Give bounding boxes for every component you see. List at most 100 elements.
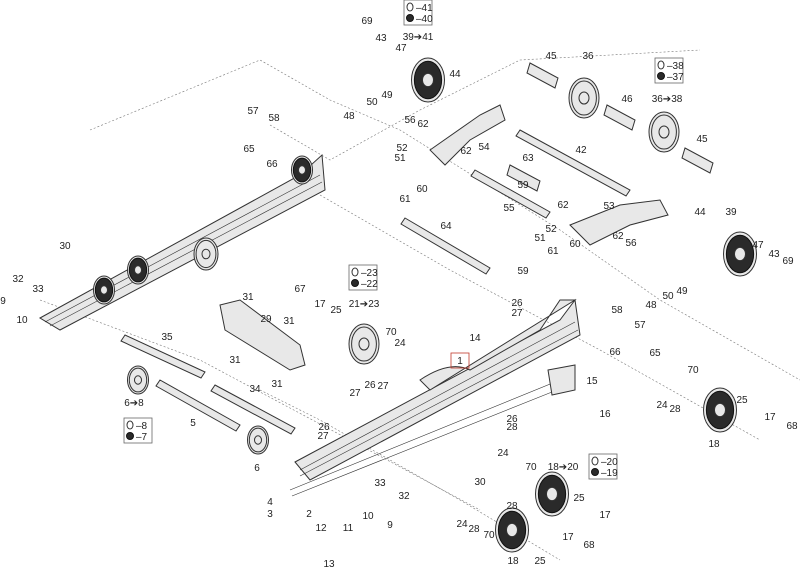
wheel-icon <box>703 387 737 433</box>
diagram-parts <box>38 49 800 561</box>
callout-label: 25 <box>736 395 748 406</box>
callout-label: 70 <box>687 365 699 376</box>
kit-box: –41–40 <box>403 0 433 26</box>
kit-seal-label: –23 <box>361 268 378 279</box>
callout-label: 64 <box>440 221 452 232</box>
callout-label: 50 <box>662 291 674 302</box>
callout-label: 35 <box>161 332 173 343</box>
callout-label: 62 <box>557 200 569 211</box>
callout-label: 17 <box>562 532 574 543</box>
shaft-64 <box>400 217 491 275</box>
bearing-icon <box>657 72 665 80</box>
callout-label: 68 <box>583 540 595 551</box>
callout-label: 48 <box>343 111 355 122</box>
seal-icon <box>657 60 665 70</box>
callout-label: 17 <box>599 510 611 521</box>
callout-label: 24 <box>456 519 468 530</box>
callout-label: 52 <box>545 224 557 235</box>
callout-label: 32 <box>12 274 24 285</box>
shaft-55 <box>470 169 551 219</box>
callout-label: 21➔23 <box>349 299 380 310</box>
highlight-box <box>450 352 470 369</box>
callout-label: 15 <box>586 376 598 387</box>
callout-label: 25 <box>330 305 342 316</box>
callout-label: 43 <box>375 33 387 44</box>
shaft-34 <box>210 384 296 435</box>
wheel-icon <box>247 425 269 455</box>
callout-label: 51 <box>534 233 546 244</box>
kit-seal-label: –8 <box>136 421 148 432</box>
wheel-icon <box>193 237 219 271</box>
callout-label: 70 <box>525 462 537 473</box>
callout-label: 39 <box>725 207 737 218</box>
callout-label: 16 <box>599 409 611 420</box>
kit-box: –8–7 <box>123 417 153 444</box>
bracket-29 <box>219 299 306 371</box>
callout-label: 57 <box>247 106 259 117</box>
callout-label: 27 <box>377 381 389 392</box>
wheel-icon <box>495 507 529 553</box>
callout-label: 66 <box>609 347 621 358</box>
callout-label: 36 <box>582 51 594 62</box>
callout-label: 65 <box>243 144 255 155</box>
callout-label: 28 <box>669 404 681 415</box>
callout-label: 49 <box>381 90 393 101</box>
callout-label: 5 <box>190 418 196 429</box>
kit-bearing-label: –22 <box>361 279 378 290</box>
callout-label: 65 <box>649 348 661 359</box>
kit-bearing-label: –7 <box>136 432 148 443</box>
kit-seal-label: –38 <box>667 61 684 72</box>
callout-label: 13 <box>323 559 335 570</box>
arm-53 <box>569 199 669 246</box>
wheel-icon <box>648 111 680 153</box>
callout-label: 59 <box>517 266 529 277</box>
callout-label: 27 <box>511 308 523 319</box>
callout-label: 1 <box>457 356 463 367</box>
kit-box: –20–19 <box>588 453 618 480</box>
callout-label: 39➔41 <box>403 32 434 43</box>
callout-label: 17 <box>314 299 326 310</box>
callout-label: 30 <box>59 241 71 252</box>
callout-label: 3 <box>267 509 273 520</box>
bearing-icon <box>406 14 414 22</box>
callout-label: 51 <box>394 153 406 164</box>
kit-boxes: –41–40 –38–37 –23–22 –8–7 –20–19 <box>123 0 684 480</box>
callout-label: 27 <box>317 431 329 442</box>
callout-label: 60 <box>569 239 581 250</box>
callout-label: 24 <box>497 448 509 459</box>
callout-label: 26 <box>364 380 376 391</box>
callout-label: 25 <box>573 493 585 504</box>
callout-label: 55 <box>503 203 515 214</box>
shaft-42 <box>515 129 631 197</box>
callout-label: 24 <box>656 400 668 411</box>
wheel-icon <box>535 471 569 517</box>
callout-label: 62 <box>612 231 624 242</box>
bearing-icon <box>591 468 599 476</box>
callout-label: 62 <box>460 146 472 157</box>
callout-label: 58 <box>611 305 623 316</box>
callout-label: 70 <box>483 530 495 541</box>
callout-label: 62 <box>417 119 429 130</box>
callout-label: 46 <box>621 94 633 105</box>
kit-bearing-label: –37 <box>667 72 684 83</box>
callout-label: 33 <box>374 478 386 489</box>
callout-label: 18 <box>708 439 720 450</box>
callout-label: 29 <box>260 314 272 325</box>
bearing-icon <box>351 279 359 287</box>
callout-label: 49 <box>676 286 688 297</box>
callout-label: 57 <box>634 320 646 331</box>
kit-seal-label: –41 <box>416 3 433 14</box>
callout-label: 53 <box>603 201 615 212</box>
callout-label: 36➔38 <box>652 94 683 105</box>
callout-label: 10 <box>16 315 28 326</box>
callout-label: 9 <box>387 520 393 531</box>
kit-seal-label: –20 <box>601 457 618 468</box>
wheel-icon <box>348 323 380 365</box>
callout-label: 18 <box>507 556 519 567</box>
callout-label: 27 <box>349 388 361 399</box>
callout-label: 31 <box>283 316 295 327</box>
callout-label: 12 <box>315 523 327 534</box>
callout-label: 50 <box>366 97 378 108</box>
